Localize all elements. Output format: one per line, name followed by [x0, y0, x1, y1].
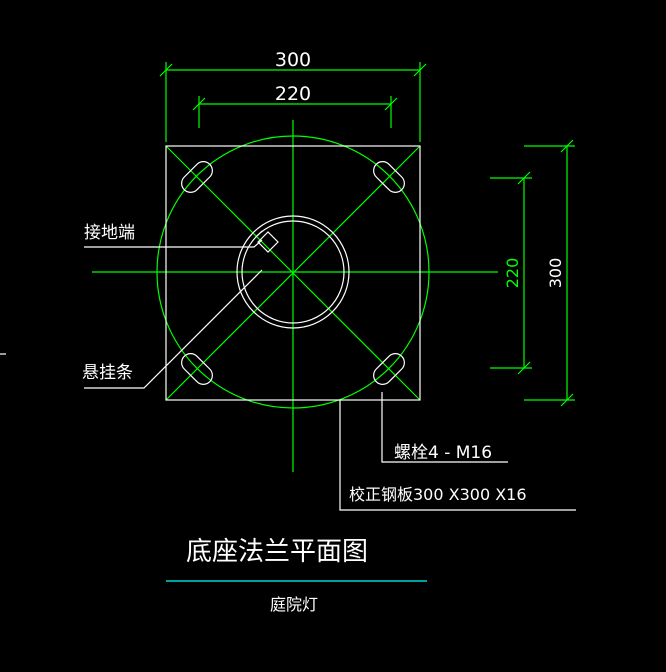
- centerlines: [92, 120, 498, 472]
- leader-lines: [0, 239, 576, 511]
- dim-right-300: 300: [546, 258, 565, 289]
- dimension-lines: [159, 62, 575, 407]
- dim-right-220: 220: [503, 258, 522, 289]
- callout-plate: 校正钢板300 X300 X16: [349, 485, 527, 504]
- callout-hanging-strip: 悬挂条: [82, 363, 133, 383]
- drawing-title: 底座法兰平面图: [186, 537, 368, 567]
- pipe-inner: [241, 220, 345, 324]
- pipe-outer: [236, 215, 350, 329]
- bolt-hole: [181, 161, 213, 193]
- drawing-subtitle: 庭院灯: [270, 595, 318, 614]
- dim-top-300: 300: [275, 49, 311, 71]
- bolt-hole: [373, 161, 405, 193]
- callout-bolt: 螺栓4 - M16: [394, 443, 492, 463]
- dim-top-220: 220: [275, 83, 311, 105]
- base-plate: [165, 145, 421, 401]
- ground-terminal: [257, 231, 279, 253]
- bolt-hole: [181, 353, 213, 385]
- plate-geometry: [165, 145, 421, 401]
- bolt-hole: [373, 353, 405, 385]
- callout-ground-terminal: 接地端: [84, 223, 135, 243]
